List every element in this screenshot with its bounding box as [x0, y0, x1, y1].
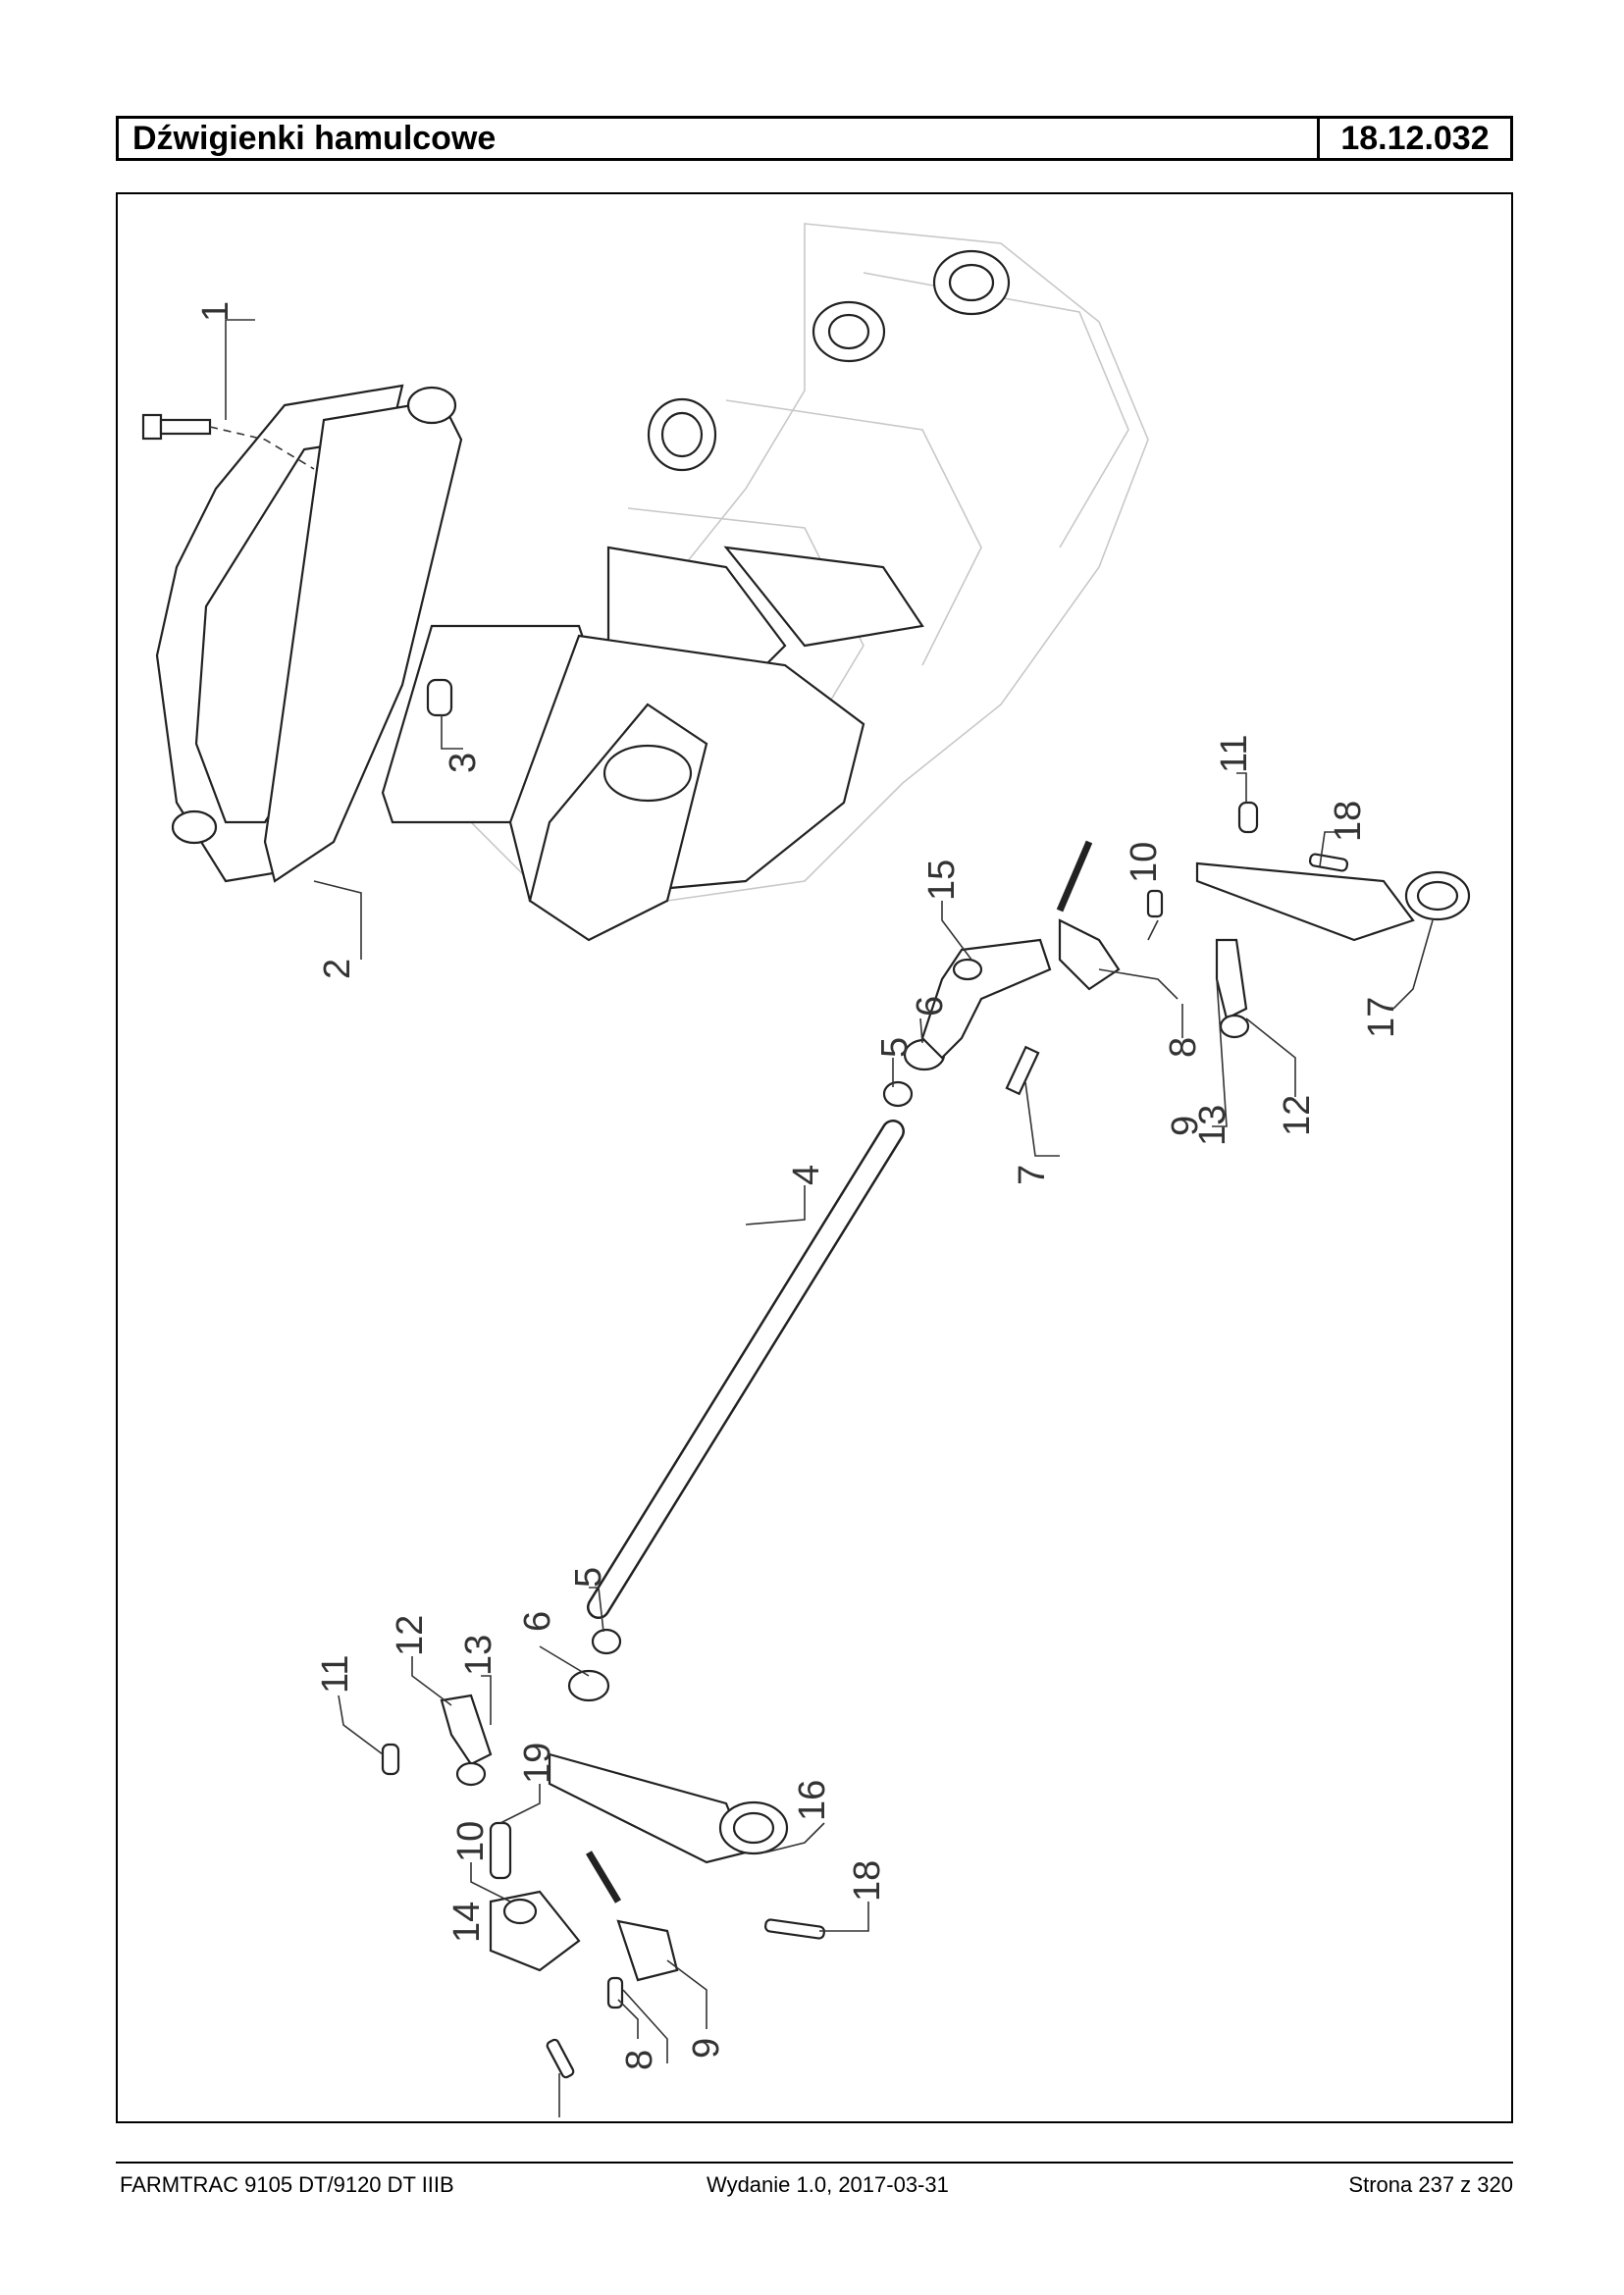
callout-9b: 9 [686, 2038, 727, 2059]
right-lever-group [882, 801, 1471, 1108]
callout-11b: 11 [315, 1655, 356, 1694]
callout-leaders [225, 319, 1434, 2117]
exploded-parts-diagram: 1 2 3 4 5 6 7 8 9 10 11 12 13 15 17 18 5… [116, 192, 1513, 2123]
footer-page-number: Strona 237 z 320 [1348, 2172, 1513, 2197]
callout-5a: 5 [874, 1037, 916, 1058]
callout-13b: 13 [458, 1635, 499, 1676]
part-3-dowel [426, 678, 453, 717]
callout-6a: 6 [910, 996, 951, 1017]
callout-14: 14 [446, 1902, 488, 1943]
callout-7a: 7 [1012, 1165, 1053, 1185]
callout-16: 16 [792, 1780, 833, 1821]
transmission-housing [381, 223, 1149, 942]
footer-edition: Wydanie 1.0, 2017-03-31 [707, 2172, 949, 2197]
callout-5b: 5 [568, 1567, 609, 1588]
part-1-bolt [141, 413, 315, 470]
footer-model: FARMTRAC 9105 DT/9120 DT IIIB [120, 2172, 454, 2197]
left-lever-group [381, 1628, 825, 2079]
page-header: Dźwigienki hamulcowe 18.12.032 [116, 116, 1513, 161]
callout-19: 19 [517, 1743, 558, 1784]
callout-9a: 9 [1165, 1116, 1206, 1136]
callout-10b: 10 [450, 1821, 492, 1862]
callout-11a: 11 [1214, 735, 1255, 773]
callout-3: 3 [443, 753, 484, 773]
callout-17: 17 [1361, 997, 1402, 1038]
callout-18b: 18 [847, 1860, 888, 1902]
callout-1: 1 [195, 301, 236, 322]
callout-10a: 10 [1124, 842, 1165, 883]
callout-8a: 8 [1163, 1037, 1204, 1058]
callout-4: 4 [786, 1165, 827, 1185]
callout-numbers: 1 2 3 4 5 6 7 8 9 10 11 12 13 15 17 18 5… [195, 301, 1402, 2070]
diagram-canvas: 1 2 3 4 5 6 7 8 9 10 11 12 13 15 17 18 5… [141, 223, 1471, 2117]
callout-2: 2 [317, 959, 358, 979]
callout-8b: 8 [619, 2050, 660, 2070]
footer-divider [116, 2162, 1513, 2164]
page-title: Dźwigienki hamulcowe [119, 119, 1320, 158]
callout-12b: 12 [390, 1615, 431, 1656]
callout-18a: 18 [1328, 801, 1369, 842]
callout-12a: 12 [1277, 1095, 1318, 1136]
callout-13a: 13 [1192, 1105, 1233, 1146]
callout-15: 15 [921, 860, 963, 901]
part-4-shaft [587, 1120, 905, 1619]
callout-6b: 6 [517, 1611, 558, 1632]
part-2-cover-plate [155, 384, 463, 883]
section-code: 18.12.032 [1340, 120, 1490, 157]
